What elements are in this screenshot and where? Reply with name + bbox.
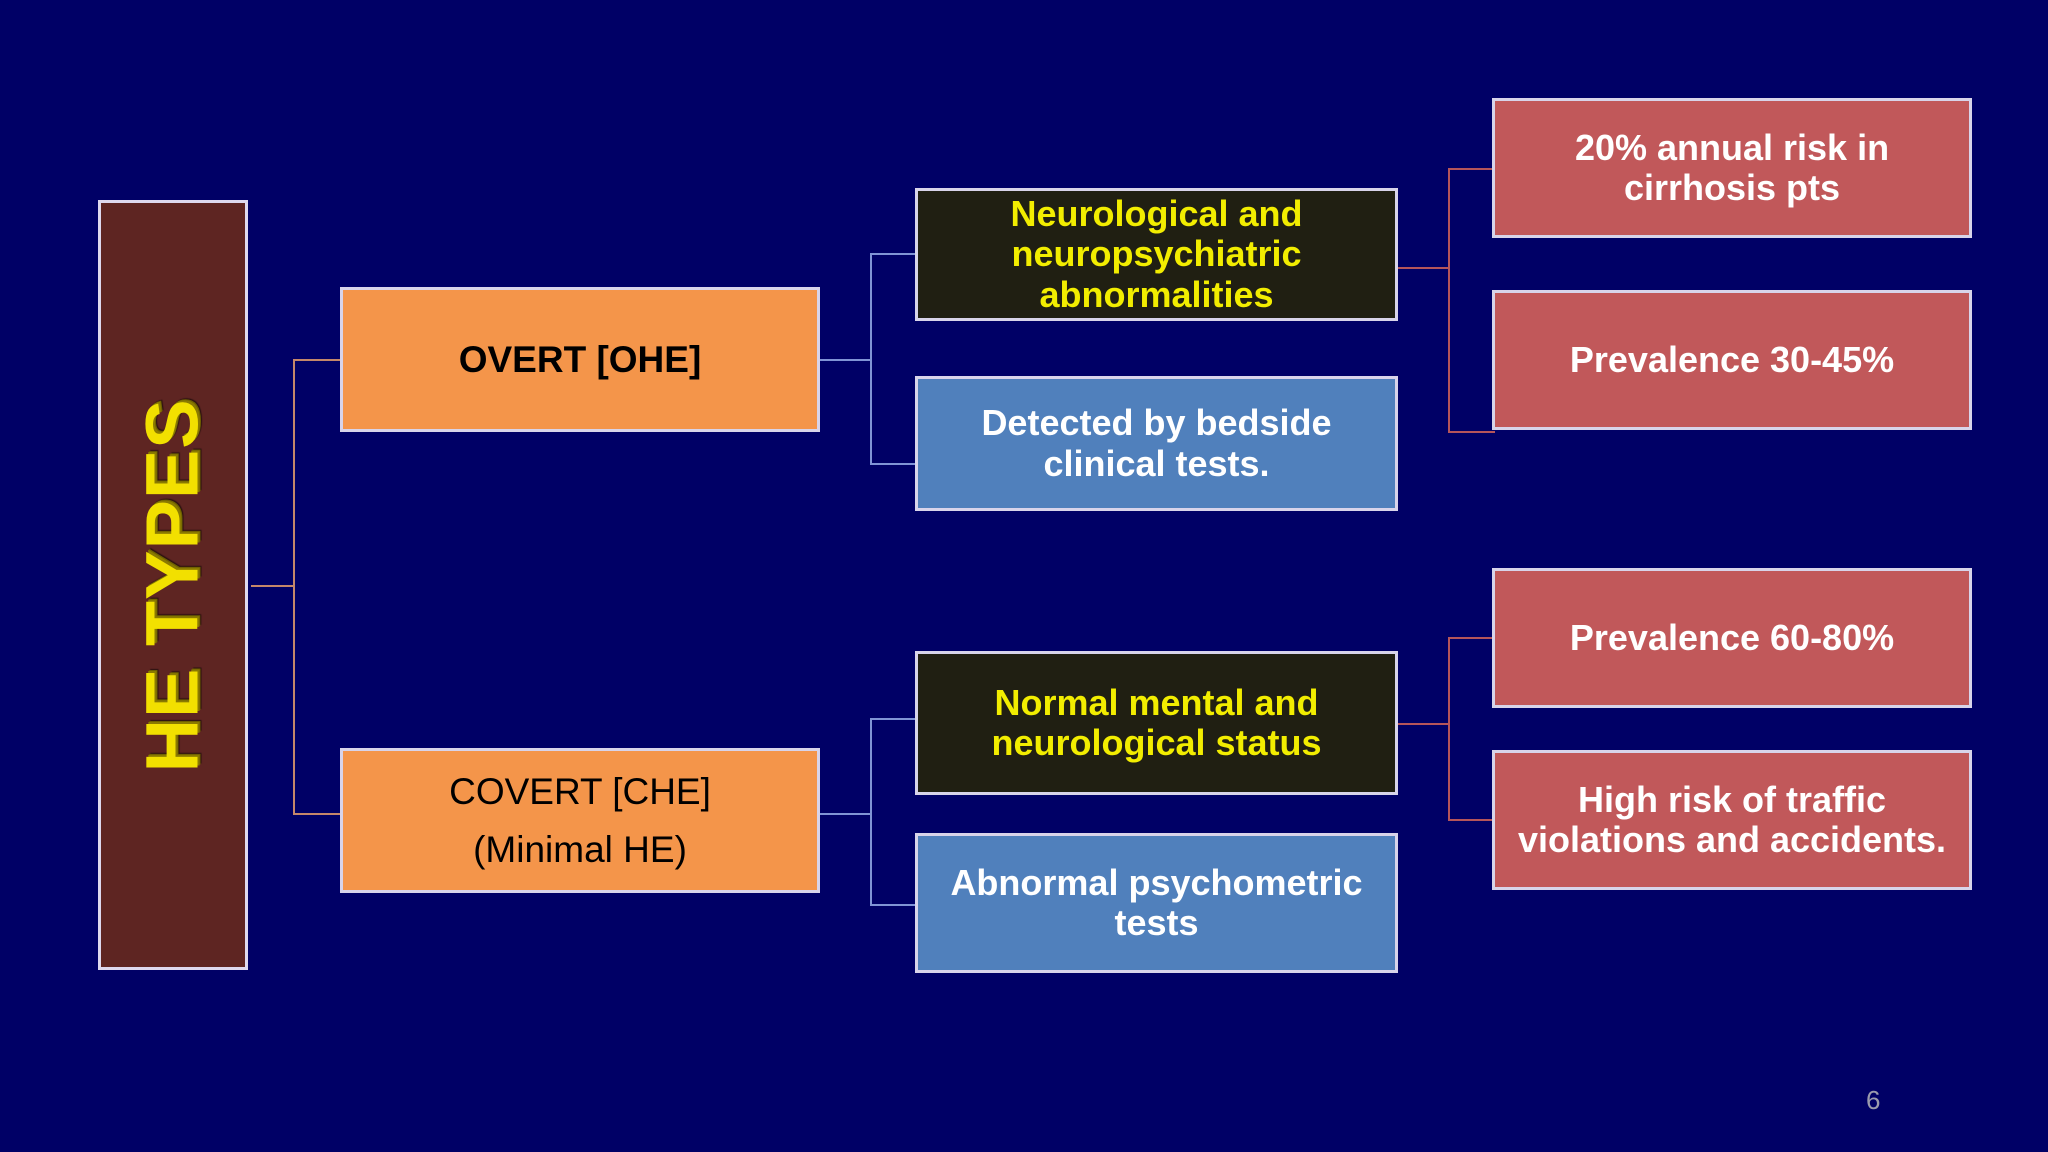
- node-normal-mental-status-label: Normal mental and neurological status: [991, 681, 1322, 763]
- node-normal-mental-status[interactable]: Normal mental and neurological status: [915, 651, 1398, 795]
- connector-title-stem: [251, 585, 295, 587]
- connector-overt-facts-stem: [1398, 267, 1450, 269]
- connector-overt-spine: [870, 253, 872, 465]
- node-prevalence-covert-label: Prevalence 60-80%: [1569, 616, 1895, 658]
- connector-overt-facts-spine: [1448, 168, 1450, 433]
- connector-title-to-overt: [293, 359, 343, 361]
- node-traffic-risk[interactable]: High risk of traffic violations and acci…: [1492, 750, 1972, 890]
- node-annual-risk-cirrhosis-label: 20% annual risk in cirrhosis pts: [1574, 126, 1890, 208]
- node-bedside-clinical-tests-label: Detected by bedside clinical tests.: [981, 402, 1332, 484]
- node-prevalence-overt-label: Prevalence 30-45%: [1569, 338, 1895, 380]
- connector-to-prev3045: [1448, 431, 1495, 433]
- node-overt-ohe[interactable]: OVERT [OHE]: [340, 287, 820, 432]
- node-covert-che-label: COVERT [CHE]: [449, 771, 711, 813]
- slide-title-text: HE TYPES: [130, 398, 214, 772]
- connector-covert-facts-stem: [1398, 723, 1450, 725]
- connector-overt-to-bedside: [870, 463, 918, 465]
- node-covert-che-sublabel: (Minimal HE): [473, 828, 687, 870]
- node-abnormal-psychometric-tests-label: Abnormal psychometric tests: [950, 861, 1363, 943]
- node-overt-ohe-label: OVERT [OHE]: [458, 338, 702, 380]
- connector-overt-stem: [820, 359, 872, 361]
- node-prevalence-overt[interactable]: Prevalence 30-45%: [1492, 290, 1972, 430]
- connector-covert-stem: [820, 813, 872, 815]
- connector-to-prev6080: [1448, 637, 1495, 639]
- node-bedside-clinical-tests[interactable]: Detected by bedside clinical tests.: [915, 376, 1398, 511]
- node-abnormal-psychometric-tests[interactable]: Abnormal psychometric tests: [915, 833, 1398, 973]
- connector-covert-to-psycho: [870, 904, 918, 906]
- connector-covert-spine: [870, 718, 872, 906]
- node-neurological-abnormalities[interactable]: Neurological and neuropsychiatric abnorm…: [915, 188, 1398, 321]
- page-number: 6: [1866, 1085, 1881, 1115]
- node-covert-che[interactable]: COVERT [CHE] (Minimal HE): [340, 748, 820, 893]
- connector-covert-facts-spine: [1448, 637, 1450, 821]
- connector-covert-to-normal: [870, 718, 918, 720]
- connector-title-spine: [293, 359, 295, 814]
- slide-title-panel: HE TYPES: [98, 200, 248, 970]
- connector-to-risk20: [1448, 168, 1495, 170]
- node-prevalence-covert[interactable]: Prevalence 60-80%: [1492, 568, 1972, 708]
- node-traffic-risk-label: High risk of traffic violations and acci…: [1517, 778, 1947, 860]
- node-neurological-abnormalities-label: Neurological and neuropsychiatric abnorm…: [1010, 193, 1303, 315]
- connector-overt-to-neuro: [870, 253, 918, 255]
- connector-title-to-covert: [293, 813, 343, 815]
- connector-to-traffic: [1448, 819, 1495, 821]
- node-annual-risk-cirrhosis[interactable]: 20% annual risk in cirrhosis pts: [1492, 98, 1972, 238]
